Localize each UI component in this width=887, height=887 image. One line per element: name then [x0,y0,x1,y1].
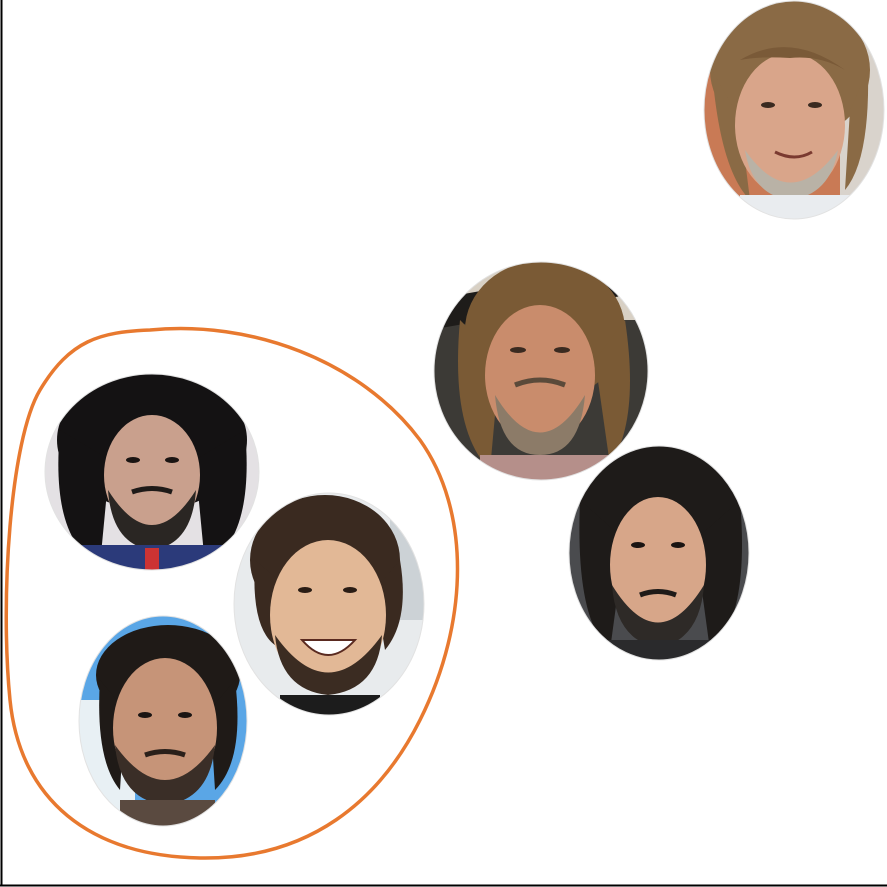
portrait-cluster-bottom[interactable] [75,612,255,832]
cluster-outline [4,326,460,860]
portrait-top-right[interactable] [700,0,887,225]
portrait-border [44,373,260,571]
portrait-border [568,445,750,661]
portrait-cluster-top[interactable] [40,370,265,575]
portrait-border [433,261,649,481]
portrait-middle[interactable] [430,260,655,485]
portrait-border [703,0,885,220]
portrait-right-lower[interactable] [565,435,755,665]
portrait-border [233,492,425,716]
portrait-cluster-right[interactable] [230,490,430,720]
portrait-border [78,615,248,827]
